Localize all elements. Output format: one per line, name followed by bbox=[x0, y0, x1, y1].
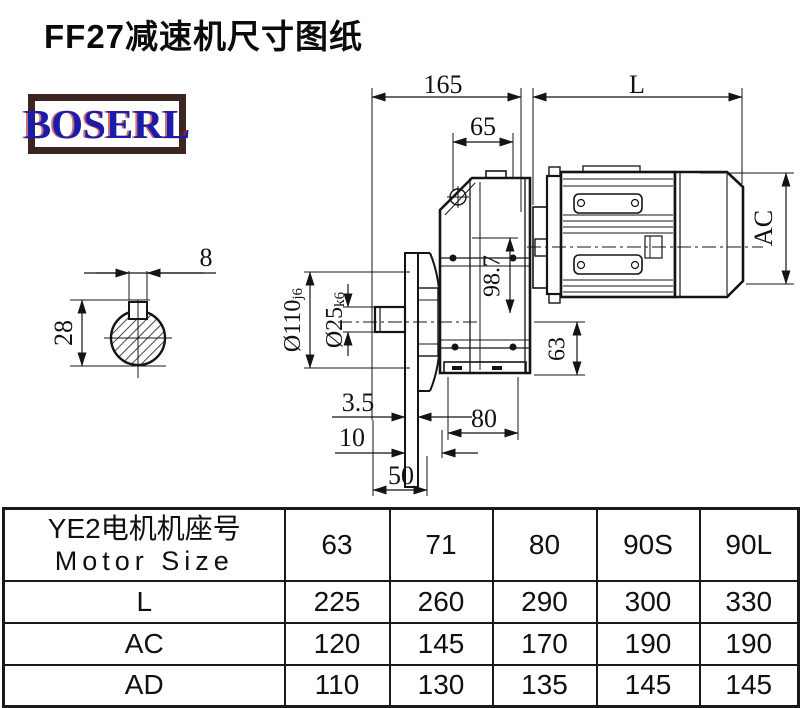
size-header: 63 bbox=[283, 507, 391, 582]
dim-flange-diameter-label: Ø110j6 bbox=[280, 287, 307, 352]
fan-cowl bbox=[673, 170, 745, 299]
table-cell: 300 bbox=[595, 579, 701, 624]
motor-size-header-en: Motor Size bbox=[54, 546, 234, 577]
table-cell: 290 bbox=[491, 579, 598, 624]
dim-key-height-label: 28 bbox=[49, 320, 78, 346]
size-header: 80 bbox=[491, 507, 598, 582]
dim-foot-width-label: 80 bbox=[471, 404, 497, 433]
dim-center-height-label: 98.7 bbox=[480, 255, 506, 297]
size-header: 71 bbox=[388, 507, 494, 582]
dimension-lines: 165 L 65 AC 98.7 63 bbox=[280, 70, 794, 496]
dim-motor-diameter-label: AC bbox=[749, 210, 778, 246]
table-cell: 145 bbox=[388, 621, 494, 666]
table-cell: 225 bbox=[283, 579, 391, 624]
table-cell: 170 bbox=[491, 621, 598, 666]
dim-hub-length-label: 50 bbox=[388, 461, 414, 490]
motor-flange-ring bbox=[545, 174, 563, 296]
dim-key-width-label: 8 bbox=[200, 243, 213, 272]
size-header: 90S bbox=[595, 507, 701, 582]
table-cell: 145 bbox=[698, 663, 800, 708]
motor-body bbox=[527, 165, 763, 304]
row-label: L bbox=[2, 579, 286, 624]
motor-size-header-cn: YE2电机机座号 bbox=[47, 513, 241, 545]
row-label: AC bbox=[2, 621, 286, 666]
dim-top-width-label: 65 bbox=[470, 112, 496, 141]
table-cell: 110 bbox=[283, 663, 391, 708]
shaft-section-view: 8 28 bbox=[49, 243, 216, 378]
table-cell: 190 bbox=[595, 621, 701, 666]
table-cell: 145 bbox=[595, 663, 701, 708]
dim-plate-thickness-label: 3.5 bbox=[342, 388, 375, 417]
motor-bottom-panel bbox=[573, 254, 643, 275]
dim-motor-length-label: L bbox=[629, 70, 645, 99]
size-header: 90L bbox=[698, 507, 800, 582]
dimension-table: YE2电机机座号 Motor Size 63 71 80 90S 90L L 2… bbox=[2, 507, 800, 708]
dim-shaft-diameter-label: Ø25k6 bbox=[322, 291, 349, 348]
table-cell: 190 bbox=[698, 621, 800, 666]
table-row-AC: AC 120 145 170 190 190 bbox=[2, 621, 800, 666]
logo-text: BOSERL bbox=[23, 100, 191, 147]
table-row-AD: AD 110 130 135 145 145 bbox=[2, 663, 800, 708]
table-cell: 135 bbox=[491, 663, 598, 708]
motor-size-header: YE2电机机座号 Motor Size bbox=[2, 507, 286, 582]
page-title: FF27减速机尺寸图纸 bbox=[44, 18, 364, 55]
motor-fins bbox=[563, 178, 673, 293]
dim-flange-offset-label: 10 bbox=[339, 423, 365, 452]
boserl-logo: BOSERL bbox=[24, 94, 190, 154]
table-header-row: YE2电机机座号 Motor Size 63 71 80 90S 90L bbox=[2, 507, 800, 582]
table-row-L: L 225 260 290 300 330 bbox=[2, 579, 800, 624]
dim-foot-height-label: 63 bbox=[545, 337, 571, 361]
dim-gearbox-length-label: 165 bbox=[424, 70, 463, 99]
table-cell: 120 bbox=[283, 621, 391, 666]
flange-plate bbox=[404, 252, 419, 488]
table-cell: 260 bbox=[388, 579, 494, 624]
gearbox-foot bbox=[443, 361, 527, 374]
table-cell: 130 bbox=[388, 663, 494, 708]
motor-frame bbox=[559, 170, 677, 299]
table-cell: 330 bbox=[698, 579, 800, 624]
row-label: AD bbox=[2, 663, 286, 708]
motor-top-panel bbox=[573, 193, 643, 214]
